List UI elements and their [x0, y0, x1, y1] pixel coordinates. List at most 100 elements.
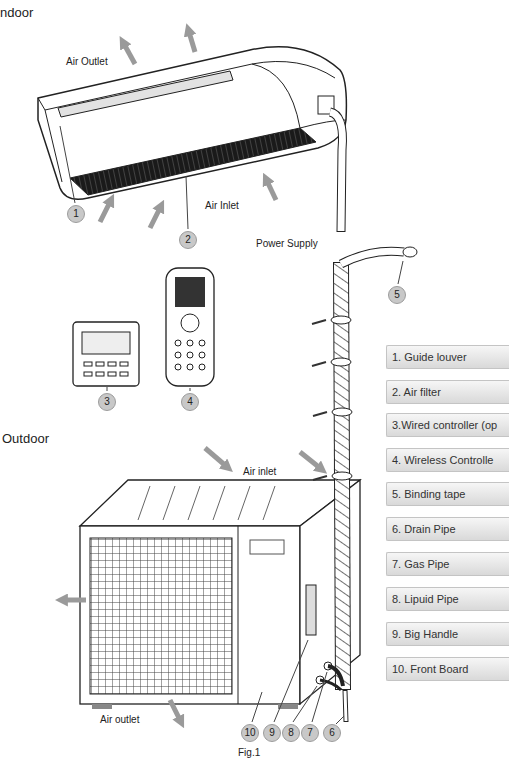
leader-line [252, 692, 262, 722]
outdoor-unit [238, 526, 239, 704]
wireless-controller [175, 352, 181, 358]
callout-number-text: 1 [73, 205, 79, 223]
section-heading: ndoor [0, 6, 33, 21]
power-cable [330, 112, 343, 232]
legend-item-box: 3.Wired controller (op [386, 413, 509, 437]
leader-line [336, 716, 344, 724]
legend-item-text: 7. Gas Pipe [392, 553, 449, 575]
pipe-clip [331, 358, 351, 366]
legend-item-text: 10. Front Board [392, 658, 468, 680]
airflow-arrow [64, 448, 320, 720]
legend-item-box: 5. Binding tape [386, 482, 509, 506]
wired-controller [84, 372, 92, 376]
callout-number: 5 [388, 286, 406, 304]
wireless-controller [199, 340, 205, 346]
outdoor-unit [92, 704, 112, 709]
outdoor-unit [250, 540, 284, 554]
callout-number-text: 2 [185, 231, 191, 249]
legend-item-box: 9. Big Handle [386, 622, 509, 646]
outdoor-unit [90, 538, 232, 694]
indoor-unit [38, 47, 346, 200]
legend-item-text: 4. Wireless Controlle [392, 449, 493, 471]
wireless-controller [175, 340, 181, 346]
callout-number: 1 [67, 205, 85, 223]
wired-controller [120, 362, 128, 366]
airflow-label: Air Inlet [205, 200, 239, 212]
callout-circle [264, 725, 281, 742]
wireless-controller [187, 340, 193, 346]
callout-circle [389, 287, 406, 304]
pipe-bundle [320, 262, 346, 722]
wired-controller [96, 362, 104, 366]
callout-number: 9 [263, 724, 281, 742]
callout-circle [302, 725, 319, 742]
airflow-label: Air Outlet [66, 56, 108, 68]
callout-circle [180, 232, 197, 249]
wireless-controller [175, 277, 205, 307]
supply-label: Power Supply [256, 238, 318, 250]
legend-item-text: 8. Lipuid Pipe [392, 588, 459, 610]
wireless-controller [166, 268, 214, 386]
wireless-controller [181, 314, 199, 332]
callout-circle [99, 394, 116, 411]
legend-item-box: 1. Guide louver [386, 345, 509, 369]
callout-number: 8 [282, 724, 300, 742]
airflow-arrow [170, 700, 180, 720]
binding-tape [341, 247, 417, 264]
callout-number-text: 7 [307, 724, 313, 742]
legend-item-box: 4. Wireless Controlle [386, 448, 509, 472]
indoor-unit [38, 47, 346, 200]
legend-item-box: 8. Lipuid Pipe [386, 587, 509, 611]
leader-line [60, 126, 403, 724]
leader-line [60, 126, 75, 203]
legend-item-text: 6. Drain Pipe [392, 518, 456, 540]
legend-item-text: 1. Guide louver [392, 346, 467, 368]
callout-circle [283, 725, 300, 742]
binding-tape [341, 251, 404, 264]
wireless-controller [175, 364, 181, 370]
wired-controller [108, 372, 116, 376]
legend-item-text: 3.Wired controller (op [392, 414, 497, 436]
callout-number-text: 6 [329, 724, 335, 742]
leader-line [190, 388, 191, 391]
legend-item-box: 2. Air filter [386, 380, 509, 404]
wireless-controller [187, 352, 193, 358]
airflow-arrow [150, 208, 160, 228]
outdoor-unit [138, 486, 275, 520]
wired-controller [120, 372, 128, 376]
binding-tape [403, 247, 417, 257]
callout-circle [324, 725, 341, 742]
callout-number: 3 [98, 393, 116, 411]
callout-number: 6 [323, 724, 341, 742]
wired-controller [73, 322, 139, 386]
airflow-arrow [100, 202, 110, 222]
wired-controller [73, 322, 139, 386]
binding-tape [341, 251, 404, 264]
wireless-controller [166, 268, 214, 386]
leader-line [398, 261, 403, 284]
airflow-arrow [124, 44, 135, 64]
airflow-arrow [205, 448, 226, 466]
airflow-arrow [64, 598, 86, 603]
leader-line [107, 387, 108, 391]
wireless-controller [187, 364, 193, 370]
callout-circle [242, 725, 259, 742]
wired-controller [96, 372, 104, 376]
legend-item-box: 6. Drain Pipe [386, 517, 509, 541]
indoor-unit [58, 71, 233, 117]
callout-number: 4 [181, 393, 199, 411]
leader-line [312, 672, 327, 722]
outdoor-unit [300, 480, 360, 704]
callout-number-text: 8 [288, 724, 294, 742]
indoor-unit [45, 110, 62, 182]
callout-number: 2 [179, 231, 197, 249]
airflow-label: Air outlet [100, 714, 139, 726]
legend-item-box: 7. Gas Pipe [386, 552, 509, 576]
leader-line [274, 640, 308, 722]
callout-number-text: 5 [394, 286, 400, 304]
callout-number-text: 3 [104, 393, 110, 411]
pipe-clip [312, 320, 327, 480]
airflow-arrow [100, 32, 276, 228]
callout-circle [182, 394, 199, 411]
